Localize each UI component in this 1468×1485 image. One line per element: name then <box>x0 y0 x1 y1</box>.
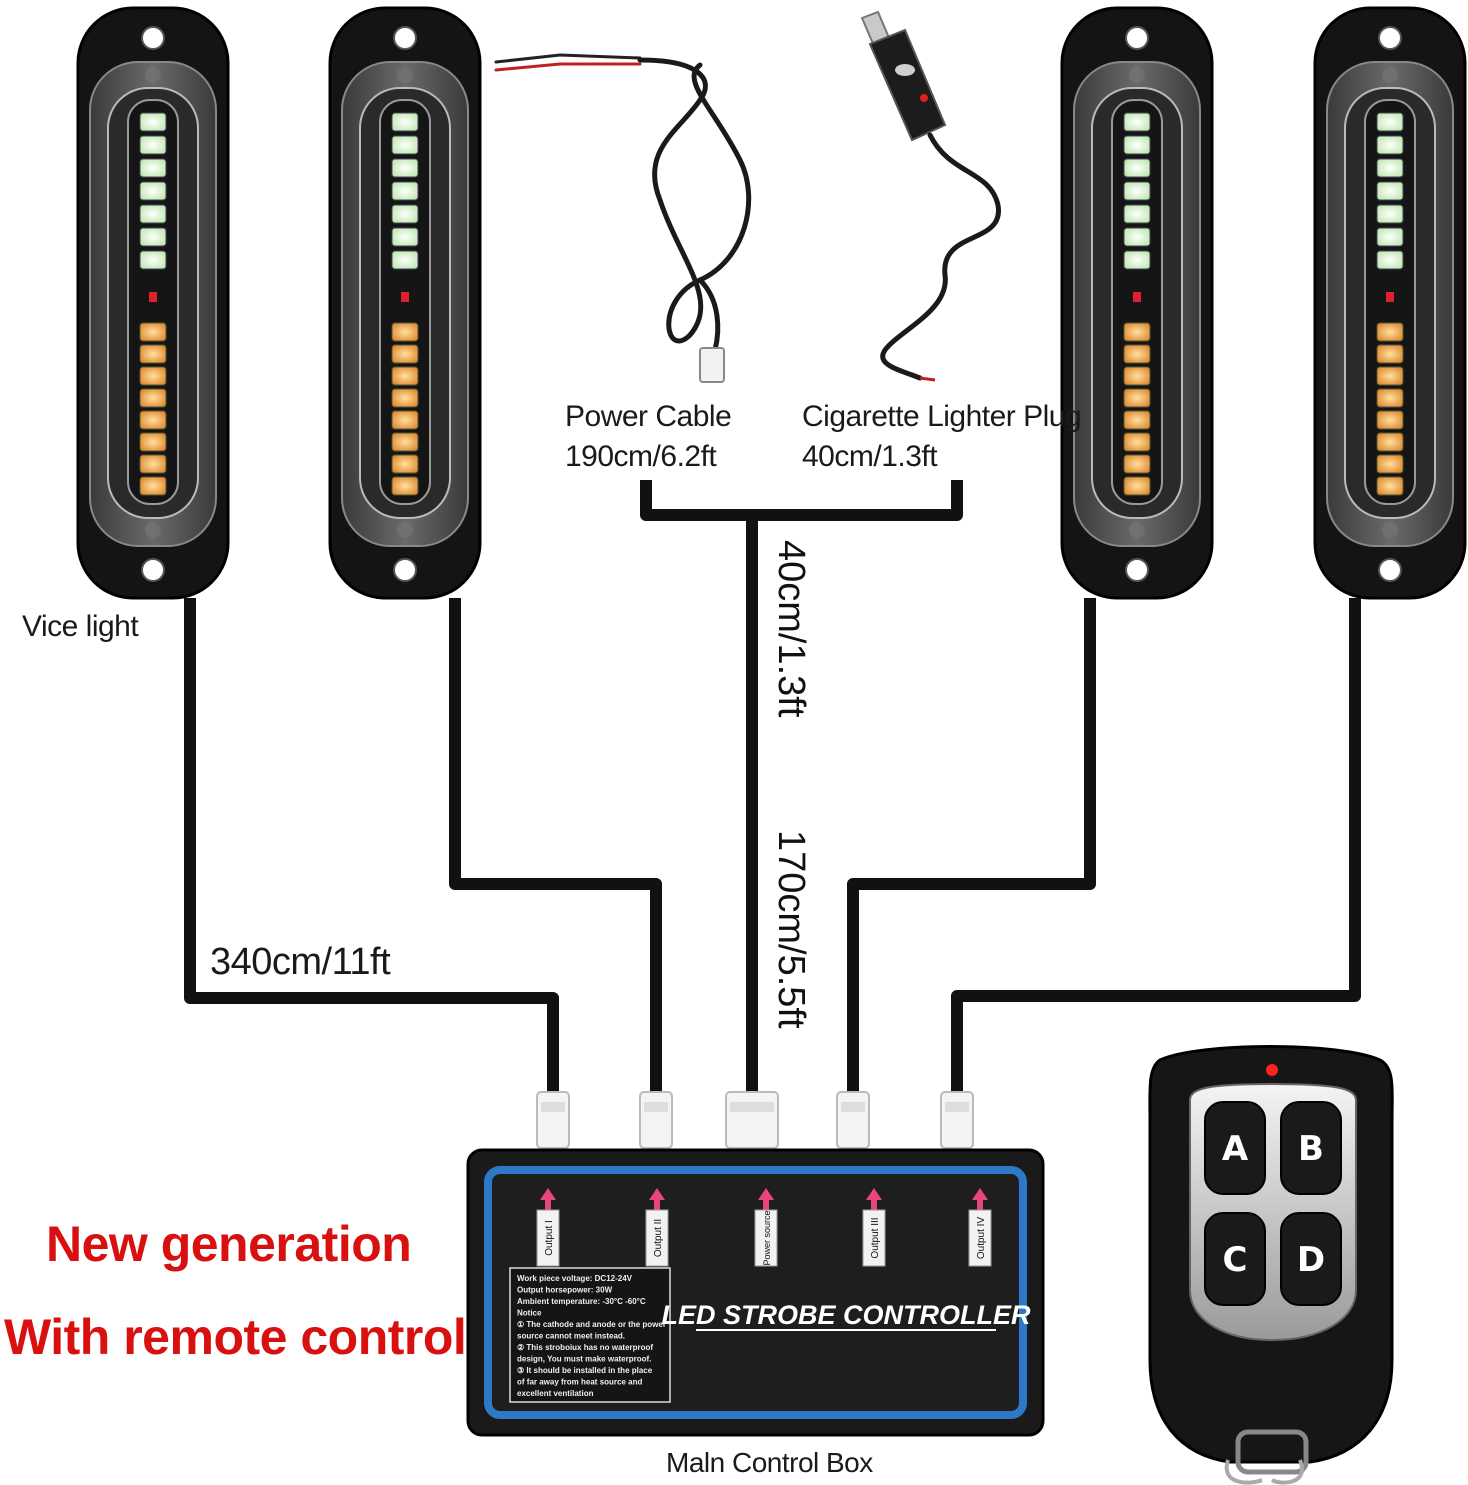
connector-4 <box>836 1091 870 1149</box>
cable-output-2 <box>449 598 662 1092</box>
power-cable-icon <box>494 53 752 383</box>
key-ring-icon <box>1224 1459 1304 1485</box>
port-label-2: Output II <box>645 1188 669 1267</box>
remote-button-b[interactable]: B <box>1280 1101 1342 1195</box>
svg-text:Ambient temperature: -30°C -6: Ambient temperature: -30°C -60°C <box>517 1297 646 1306</box>
svg-text:① The cathode and anode or the: ① The cathode and anode or the power <box>517 1320 666 1329</box>
strobe-light-2 <box>328 6 482 600</box>
strobe-light-1 <box>76 6 230 600</box>
top-cable-length: 40cm/1.3ft <box>770 540 812 718</box>
controller-title: LED STROBE CONTROLLER <box>662 1300 1031 1330</box>
remote-button-d[interactable]: D <box>1280 1212 1342 1306</box>
strobe-light-4 <box>1313 6 1467 600</box>
svg-text:③ It should be installed in th: ③ It should be installed in the place <box>517 1366 653 1375</box>
promo-line-2: With remote control <box>4 1309 467 1365</box>
main-control-box: Output I Output II Power source Output III O… <box>466 1091 1045 1437</box>
cigarette-lighter-plug-icon <box>860 10 1001 382</box>
svg-text:Work piece voltage: DC12-24: Work piece voltage: DC12-24V <box>517 1274 633 1283</box>
key-ring-loop <box>1235 1429 1309 1475</box>
indicator-led-icon <box>1266 1064 1278 1076</box>
svg-text:of far away from heat source a: of far away from heat source and <box>517 1378 642 1387</box>
strobe-light-3 <box>1060 6 1214 600</box>
port-label-5: Output IV <box>968 1188 992 1267</box>
svg-text:② This stroboiux has no waterp: ② This stroboiux has no waterproof <box>517 1343 653 1352</box>
lighter-plug-label: Cigarette Lighter Plug <box>802 400 1082 433</box>
control-box-label: Maln Control Box <box>666 1447 873 1478</box>
svg-text:Output III: Output III <box>870 1217 881 1258</box>
svg-text:excellent ventilation: excellent ventilation <box>517 1389 594 1398</box>
cable-output-3 <box>847 598 1096 1092</box>
svg-text:Notice: Notice <box>517 1309 542 1318</box>
connector-2 <box>639 1091 673 1149</box>
remote-button-c[interactable]: C <box>1204 1212 1266 1306</box>
svg-text:Output horsepower: 30W: Output horsepower: 30W <box>517 1286 613 1295</box>
svg-text:D: D <box>1297 1240 1325 1280</box>
port-label-3: Power source <box>754 1188 778 1267</box>
vice-light-label: Vice light <box>22 610 139 643</box>
remote-control: A B C D <box>1148 1045 1394 1485</box>
connector-5 <box>940 1091 974 1149</box>
port-label-1: Output I <box>536 1188 560 1267</box>
svg-text:B: B <box>1298 1129 1324 1169</box>
svg-text:Output II: Output II <box>653 1219 664 1257</box>
main-cable-length: 170cm/5.5ft <box>770 830 812 1029</box>
light-cable-length: 340cm/11ft <box>210 941 391 983</box>
port-label-4: Output III <box>862 1188 886 1267</box>
lighter-plug-length: 40cm/1.3ft <box>802 440 938 473</box>
connector-1 <box>536 1091 570 1149</box>
power-cable-length: 190cm/6.2ft <box>565 440 717 473</box>
cable-routing <box>184 480 1361 1108</box>
cable-output-1 <box>184 598 559 1092</box>
power-split-bracket <box>640 480 963 521</box>
svg-text:Power source: Power source <box>762 1210 772 1265</box>
svg-text:A: A <box>1222 1129 1249 1169</box>
power-cable-label: Power Cable <box>565 400 732 433</box>
remote-button-a[interactable]: A <box>1204 1101 1266 1195</box>
svg-text:design, You must make waterpro: design, You must make waterproof. <box>517 1355 651 1364</box>
cable-output-4 <box>951 598 1361 1092</box>
svg-text:Output IV: Output IV <box>976 1217 987 1260</box>
svg-text:Output I: Output I <box>544 1220 555 1256</box>
svg-text:source cannot meet instead.: source cannot meet instead. <box>517 1332 625 1341</box>
connector-3 <box>725 1091 779 1149</box>
svg-text:C: C <box>1223 1240 1248 1280</box>
strobe-lights <box>76 6 1467 600</box>
promo-line-1: New generation <box>46 1216 412 1272</box>
